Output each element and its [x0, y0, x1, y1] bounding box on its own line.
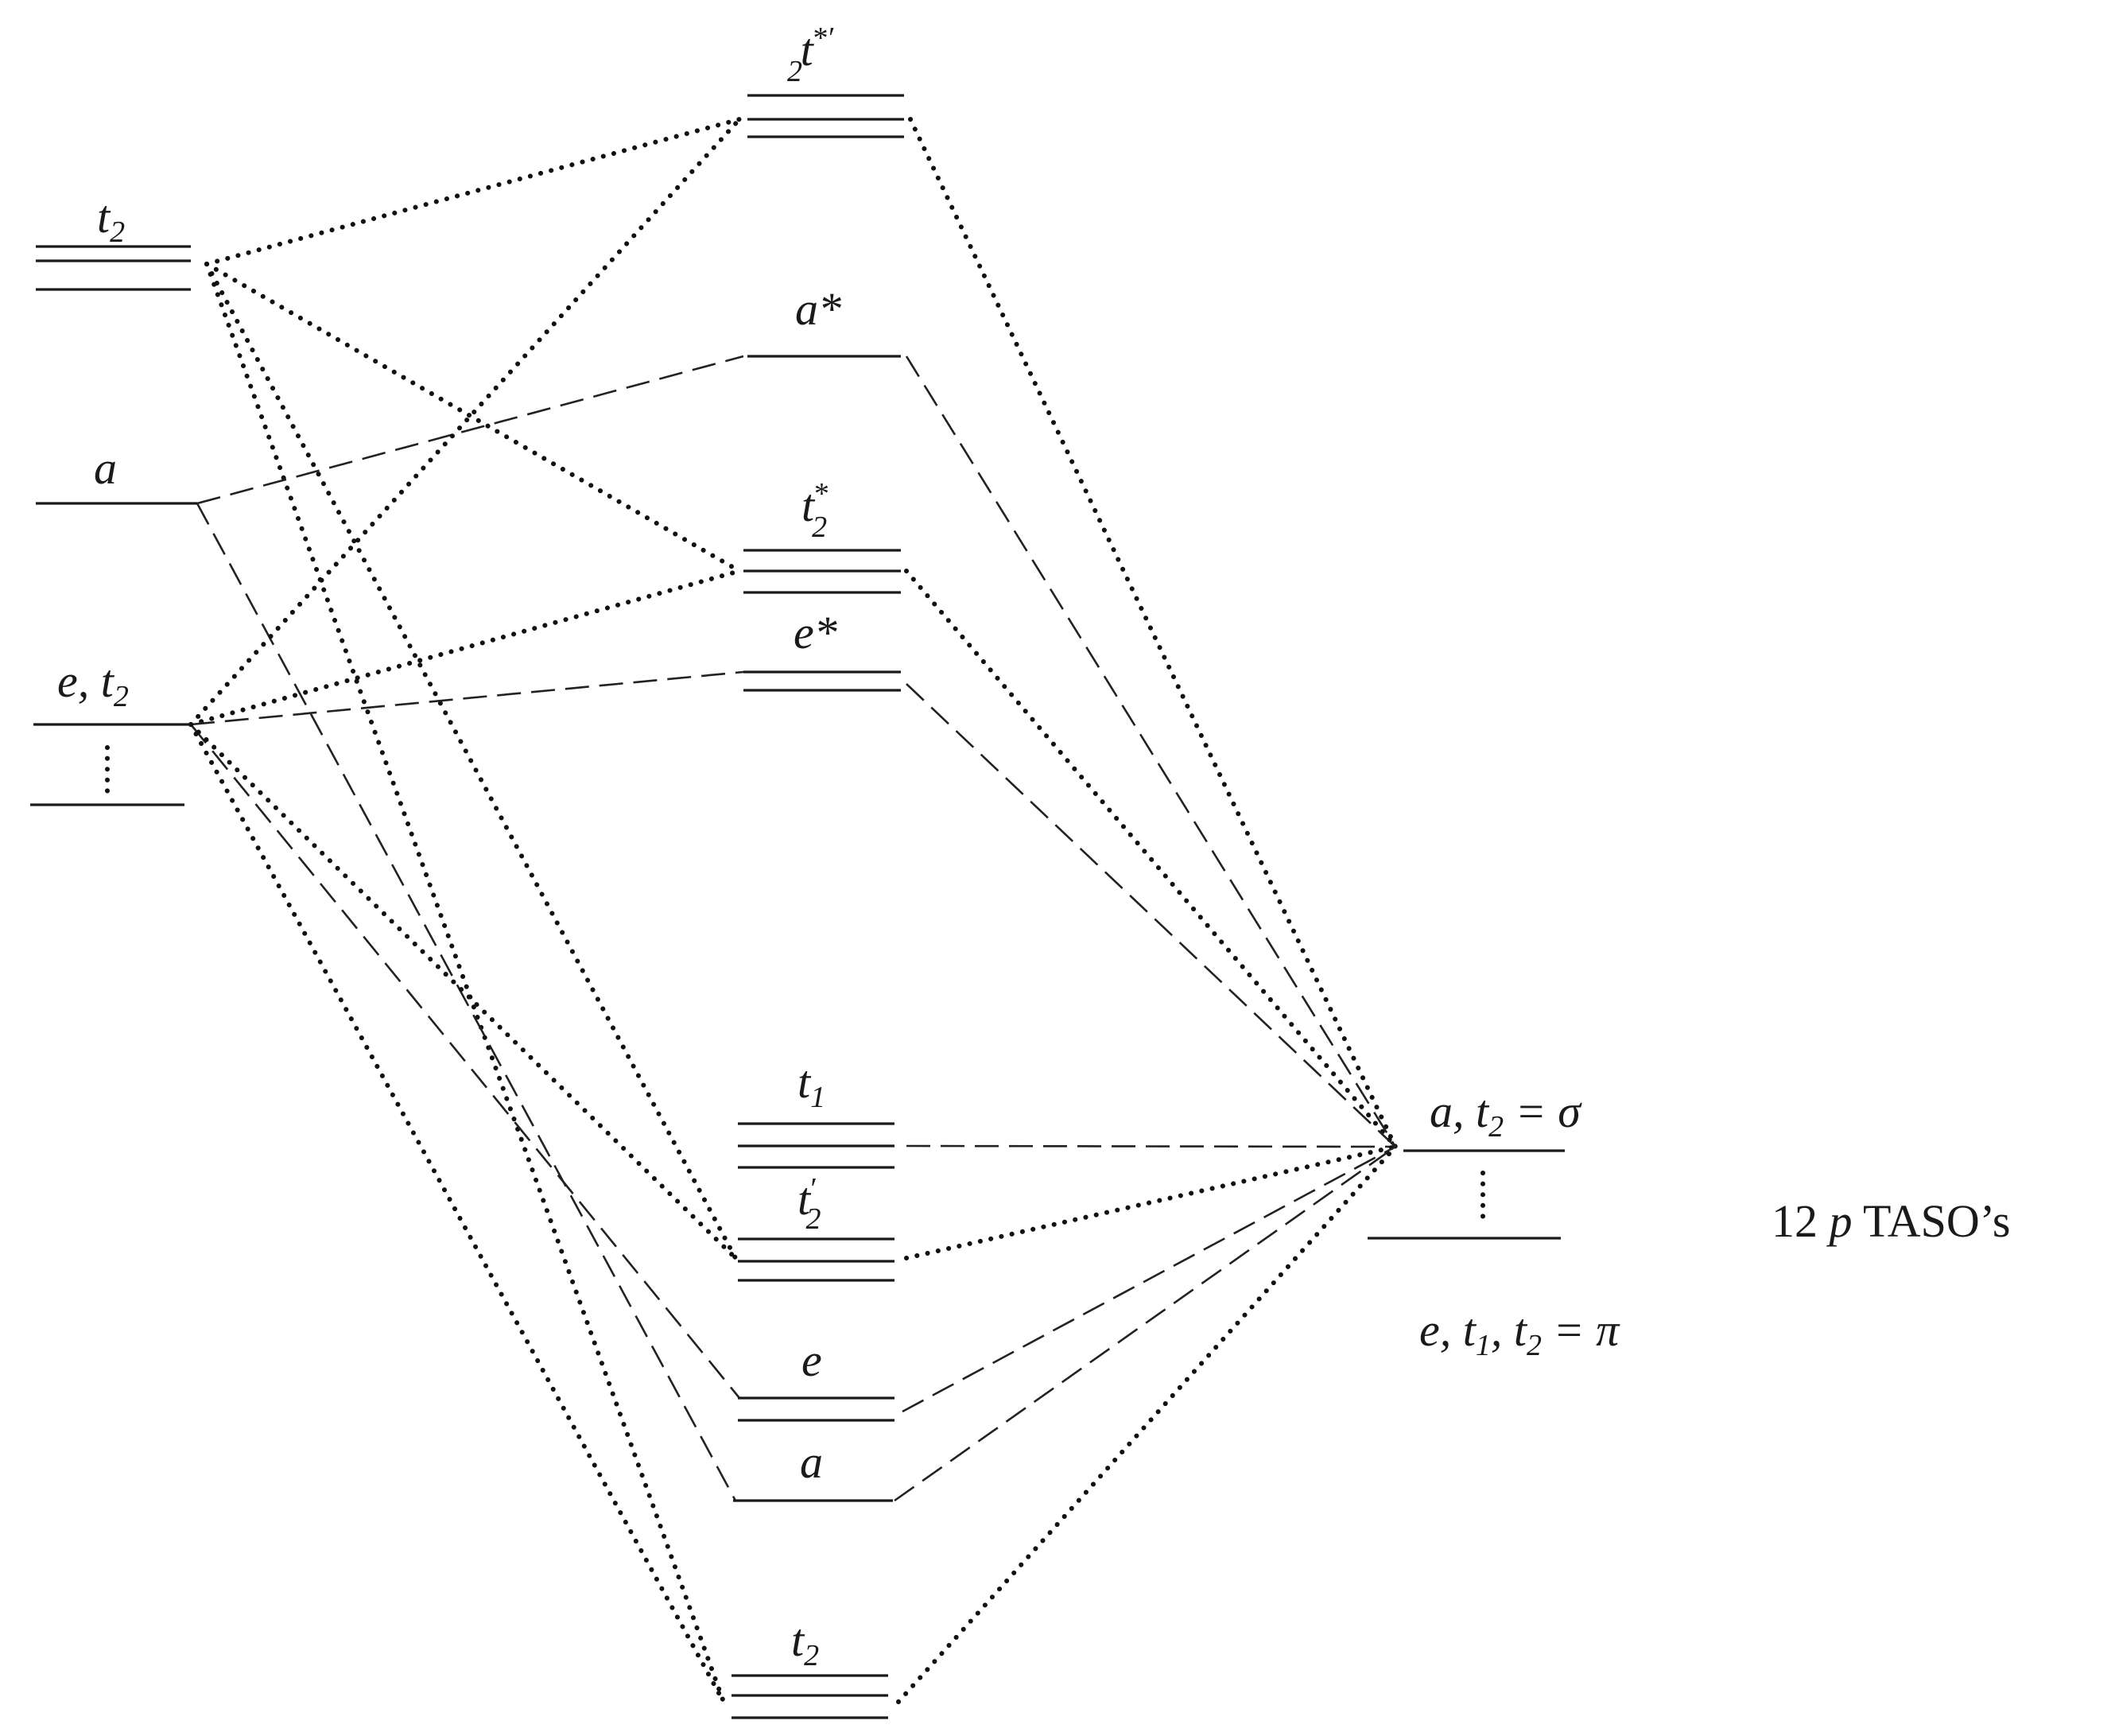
- label-mid-t2star: t*2: [801, 477, 828, 544]
- label-right-sigma: a, t2 = σ: [1430, 1085, 1582, 1144]
- middle-levels: [732, 94, 904, 1719]
- dashed-link-a-to-a-low: [196, 503, 737, 1501]
- label-left-a: a: [94, 442, 117, 494]
- label-taso: 12 p TASO’s: [1772, 1195, 2010, 1247]
- dashed-link-et2-to-estar: [190, 670, 744, 726]
- right-levels: [1368, 1149, 1565, 1240]
- dotted-link-t2-low-to-taso: [896, 1144, 1398, 1704]
- dotted-link-t2star-to-taso: [904, 569, 1398, 1149]
- label-left-t2: t2: [97, 191, 125, 249]
- dotted-link-t2-to-t2starprime: [204, 117, 742, 266]
- label-mid-t2-low: t2: [791, 1614, 819, 1672]
- dashed-link-a-to-taso: [894, 1145, 1396, 1502]
- dotted-link-et2-to-t2-low: [188, 722, 726, 1704]
- correlation-lines: [188, 117, 1398, 1704]
- label-mid-t2prime: t′2: [797, 1172, 821, 1236]
- dashed-link-t1-to-taso: [906, 1144, 1396, 1148]
- dashed-link-estar-to-taso: [906, 683, 1396, 1148]
- dotted-link-t2-to-t2prime: [204, 262, 738, 1260]
- label-mid-estar: e*: [794, 607, 837, 658]
- mid-level-t1: [738, 1122, 895, 1169]
- label-mid-astar: a*: [795, 283, 841, 335]
- mid-level-t2starprime: [747, 94, 904, 138]
- mid-level-e: [738, 1396, 895, 1422]
- mid-level-t2prime: [738, 1237, 895, 1282]
- dotted-link-et2-to-t2prime: [188, 722, 738, 1260]
- dotted-link-et2-to-t2starprime: [188, 117, 742, 727]
- dotted-link-t2starprime-to-taso: [908, 117, 1398, 1149]
- dashed-link-astar-to-taso: [905, 355, 1397, 1148]
- dotted-link-et2-to-t2star: [188, 569, 742, 727]
- label-mid-a: a: [800, 1436, 823, 1488]
- mid-level-t2-low: [732, 1674, 888, 1719]
- labels: t2 a e, t2 t*′2 a* t*2 e* t1 t′2 e a t2 …: [57, 21, 2010, 1672]
- dashed-link-e-to-taso: [902, 1145, 1396, 1413]
- label-mid-t2starprime: t*′2: [787, 21, 834, 88]
- mid-level-estar: [743, 670, 901, 692]
- dashed-link-a-to-astar: [196, 355, 744, 505]
- left-level-t2: [36, 245, 191, 291]
- dotted-link-t2prime-to-taso: [904, 1144, 1398, 1260]
- label-left-et2: e, t2: [57, 655, 129, 713]
- left-levels: [30, 245, 197, 806]
- label-mid-e: e: [801, 1334, 822, 1386]
- label-mid-t1: t1: [797, 1056, 825, 1114]
- mid-level-t2star: [743, 549, 901, 594]
- dashed-link-et2-to-e: [189, 724, 741, 1399]
- label-right-pi: e, t1, t2 = π: [1419, 1304, 1620, 1362]
